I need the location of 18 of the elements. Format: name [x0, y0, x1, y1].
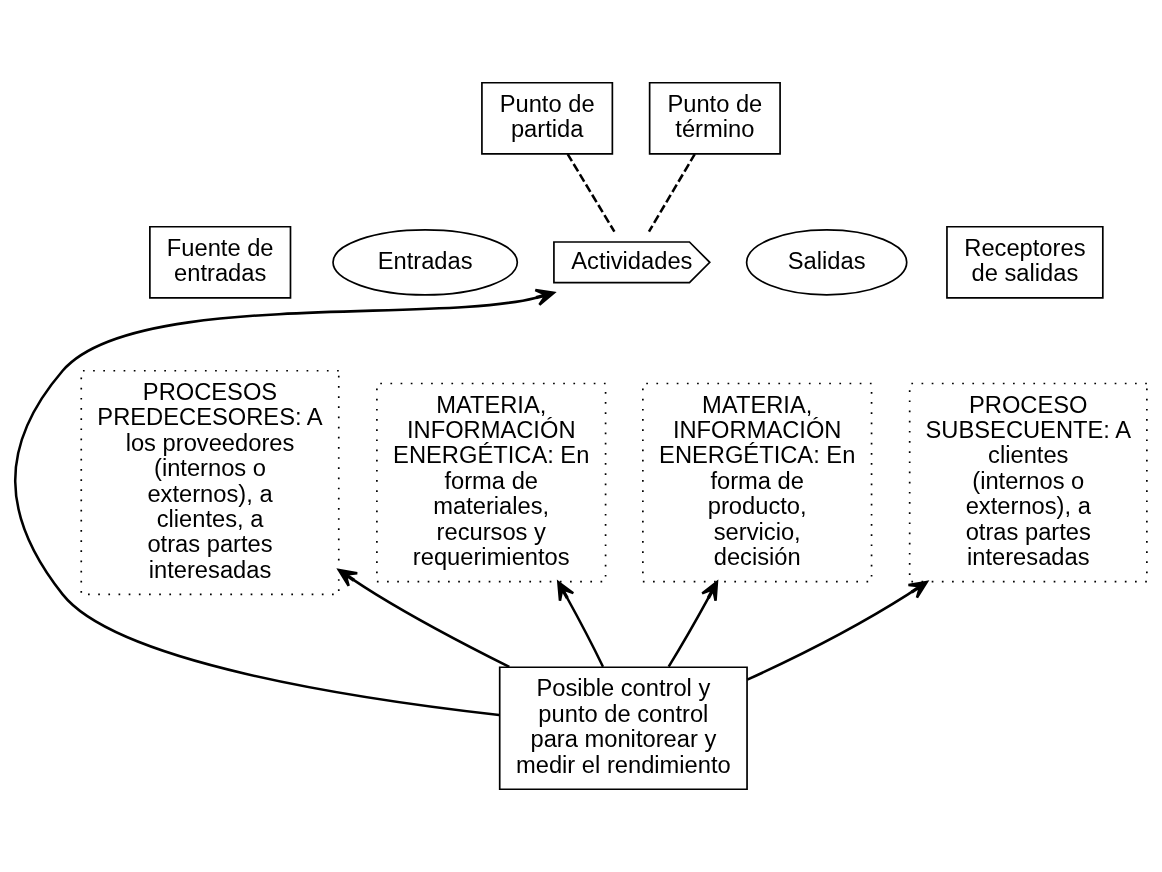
arrow — [337, 568, 510, 669]
node-box: PROCESOS PREDECESORES: A los proveedores (internos o externos), a clientes, a otras partes interesadas — [80, 369, 340, 596]
arrow — [557, 580, 605, 668]
node-box: MATERIA, INFORMACIÓN ENERGÉTICA: En forma de materiales, recursos y requerimientos — [376, 382, 607, 583]
arrow — [14, 288, 555, 717]
arrow — [667, 580, 719, 668]
node-box: PROCESO SUBSECUENTE: A clientes (internos o externos), a otras partes interesadas — [908, 382, 1148, 583]
connector — [647, 153, 696, 233]
node-box: MATERIA, INFORMACIÓN ENERGÉTICA: En forma de producto, servicio, decisión — [642, 382, 873, 583]
node-box: Posible control y punto de control para monitorear y medir el rendimiento — [498, 666, 748, 791]
node-box: Punto de partida — [481, 81, 614, 155]
node-box: Fuente de entradas — [149, 225, 292, 299]
connector — [566, 153, 616, 233]
arrow — [746, 580, 929, 681]
node-box: Receptores de salidas — [946, 225, 1104, 299]
node-box: Punto de término — [648, 81, 781, 155]
node-ellipse: Salidas — [745, 229, 908, 296]
node-ellipse: Entradas — [332, 229, 519, 296]
